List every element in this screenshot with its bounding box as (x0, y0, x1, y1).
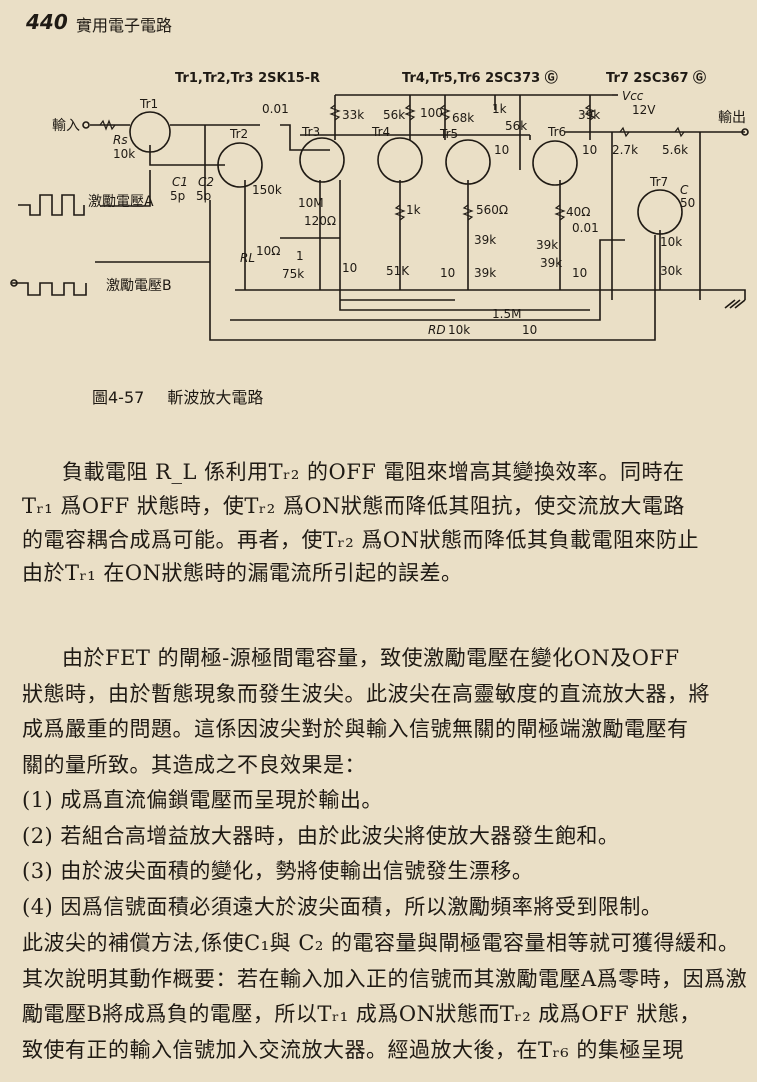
tr3-symbol (299, 137, 345, 183)
r-150k: 150k (252, 183, 282, 197)
book-title: 實用電子電路 (76, 16, 173, 35)
r-39k-b: 39k (474, 266, 496, 280)
bjt-models-label: Tr4,Tr5,Tr6 2SC373 Ⓖ (402, 70, 558, 86)
list-item: (4) 因爲信號面積必須遠大於波尖面積，所以激勵頻率將受到限制。 (22, 895, 663, 919)
r-56k-a: 56k (383, 108, 405, 122)
resistors (99, 104, 685, 221)
r-560: 560Ω (476, 203, 508, 217)
paragraph2-line: 勵電壓B將成爲負的電壓，所以Tᵣ₁ 成爲ON狀態而Tᵣ₂ 成爲OFF 狀態， (22, 1002, 701, 1026)
drive-b-label: 激勵電壓B (106, 277, 172, 294)
r-120: 120Ω (304, 214, 336, 228)
c-10-a: 10 (494, 143, 509, 157)
tr6-label: Tr6 (547, 125, 566, 139)
c-10-b: 10 (582, 143, 597, 157)
r-10m: 10M (298, 196, 324, 210)
tr4-symbol (377, 137, 423, 183)
tr1-symbol (129, 111, 171, 153)
r-39k-d: 39k (540, 256, 562, 270)
waveform-b (12, 282, 87, 296)
c-001: 0.01 (572, 221, 599, 235)
c1-label: C1 (172, 175, 188, 189)
r-39k-top: 39k (578, 108, 600, 122)
rl-value: 10Ω (256, 244, 280, 258)
list-item: (2) 若組合高增益放大器時，由於此波尖將使放大器發生飽和。 (22, 824, 620, 848)
tr5-symbol (445, 139, 491, 185)
paragraph2-line: 關的量所致。其造成之不良效果是： (22, 753, 366, 777)
tr4-label: Tr4 (371, 125, 390, 139)
paragraph2-line: 其次說明其動作概要：若在輸入加入正的信號而其激勵電壓A爲零時，因爲激 (22, 967, 748, 991)
r-56k-b: 56k (505, 119, 527, 133)
r-27k: 2.7k (612, 143, 638, 157)
output-label: 輸出 (718, 110, 746, 126)
rl-label: RL (240, 251, 255, 265)
paragraph1-line: 由於Tᵣ₁ 在ON狀態時的漏電流所引起的誤差。 (22, 561, 463, 585)
c-10-e6: 10 (572, 266, 587, 280)
r-15m: 1.5M (492, 307, 521, 321)
figure-caption: 圖4-57 斬波放大電路 (92, 384, 281, 408)
fet-models-label: Tr1,Tr2,Tr3 2SK15-R (175, 71, 320, 86)
c1-value: 5p (170, 189, 185, 203)
c-10-e4: 10 (440, 266, 455, 280)
r-33k: 33k (342, 108, 364, 122)
r-39k-c: 39k (536, 238, 558, 252)
tr3-label: Tr3 (301, 125, 320, 139)
r-75k: 75k (282, 267, 304, 281)
c2-label: C2 (198, 175, 214, 189)
output-terminal (741, 128, 749, 136)
input-label: 輸入 (52, 118, 80, 134)
drive-a-label: 激勵電壓A (88, 193, 154, 210)
r-39k-a: 39k (474, 233, 496, 247)
tr5-label: Tr5 (439, 127, 458, 141)
c-1: 1 (296, 249, 304, 263)
tr7-model-label: Tr7 2SC367 Ⓖ (606, 70, 706, 86)
paragraph1-line: Tᵣ₁ 爲OFF 狀態時，使Tᵣ₂ 爲ON狀態而降低其阻抗，使交流放大電路 (22, 494, 685, 518)
rd-label: RD (428, 323, 446, 337)
paragraph2-line: 由於FET 的閘極-源極間電容量，致使激勵電壓在變化ON及OFF (62, 646, 680, 670)
c-50: 50 (680, 196, 695, 210)
r-51k: 51K (386, 264, 410, 278)
r-10k-tr7: 10k (660, 235, 682, 249)
rs-value: 10k (113, 147, 135, 161)
figure-title: 斬波放大電路 (167, 388, 264, 407)
paragraph1-line: 的電容耦合成爲可能。再者，使Tᵣ₂ 爲ON狀態而降低其負載電阻來防止 (22, 528, 699, 552)
r-1k-top: 1k (492, 102, 507, 116)
page-number: 440 (26, 10, 68, 34)
waveform-a (18, 194, 85, 216)
tr6-symbol (532, 140, 578, 186)
c-100: 100 (420, 106, 443, 120)
paragraph2-line: 此波尖的補償方法,係使C₁與 C₂ 的電容量與閘極電容量相等就可獲得緩和。 (22, 931, 740, 955)
vcc-value: 12V (632, 103, 656, 117)
transistors (129, 111, 683, 235)
input-terminal (82, 121, 90, 129)
tr1-label: Tr1 (139, 97, 158, 111)
c-10-s3: 10 (342, 261, 357, 275)
tr7-symbol (637, 189, 683, 235)
paragraph2-line: 狀態時，由於暫態現象而發生波尖。此波尖在高靈敏度的直流放大器，將 (22, 682, 710, 706)
c-label: C (680, 183, 689, 197)
r-40: 40Ω (566, 205, 590, 219)
paragraph2-line: 致使有正的輸入信號加入交流放大器。經過放大後，在Tᵣ₆ 的集極呈現 (22, 1038, 684, 1062)
vcc-label: Vcc (622, 89, 644, 103)
rd-value: 10k (448, 323, 470, 337)
cap-001-label: 0.01 (262, 102, 289, 116)
r-1k-e4: 1k (406, 203, 421, 217)
r-68k: 68k (452, 111, 474, 125)
r-56k-out: 5.6k (662, 143, 688, 157)
figure-number: 圖4-57 (92, 388, 145, 407)
tr2-symbol (217, 142, 263, 188)
list-item: (3) 由於波尖面積的變化，勢將使輸出信號發生漂移。 (22, 859, 534, 883)
paragraph2-line: 成爲嚴重的問題。這係因波尖對於與輸入信號無關的閘極端激勵電壓有 (22, 717, 689, 741)
r-30k: 30k (660, 264, 682, 278)
paragraph1-line: 負載電阻 R_L 係利用Tᵣ₂ 的OFF 電阻來增高其變換效率。同時在 (62, 460, 685, 484)
list-item: (1) 成爲直流偏鎖電壓而呈現於輸出。 (22, 788, 383, 812)
c-10-fb: 10 (522, 323, 537, 337)
circuit-diagram: Tr1,Tr2,Tr3 2SK15-R Tr4,Tr5,Tr6 2SC373 Ⓖ… (10, 70, 749, 341)
wires (90, 94, 746, 341)
tr7-label: Tr7 (649, 175, 668, 189)
terminal (10, 279, 18, 287)
c2-value: 5p (196, 189, 211, 203)
rs-label: Rs (113, 133, 128, 147)
tr2-label: Tr2 (229, 127, 248, 141)
